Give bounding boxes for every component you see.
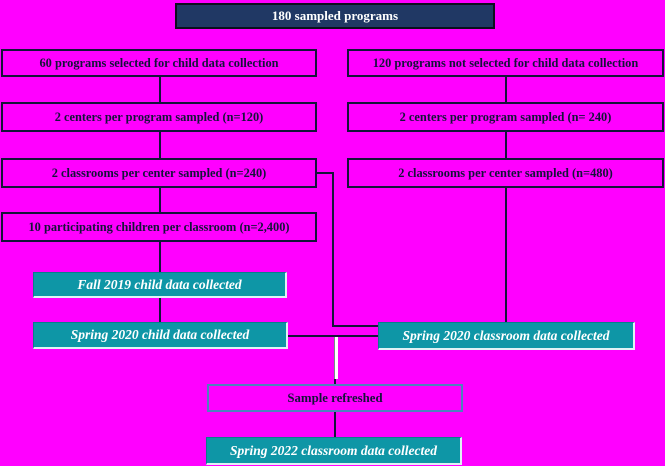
- node-spring-2020-classroom-data: Spring 2020 classroom data collected: [378, 322, 635, 350]
- connector-right-centers-to-classrooms: [505, 132, 507, 158]
- connector-classrooms-elbow-bottom: [332, 325, 378, 327]
- node-classrooms-left-label: 2 classrooms per center sampled (n=240): [51, 165, 267, 180]
- connector-classrooms-elbow-top: [317, 172, 334, 174]
- node-centers-left-label: 2 centers per program sampled (n=120): [54, 109, 264, 124]
- node-participating-children: 10 participating children per classroom …: [1, 212, 317, 242]
- node-participating-children-label: 10 participating children per classroom …: [28, 219, 290, 234]
- node-centers-left: 2 centers per program sampled (n=120): [1, 102, 317, 132]
- node-sample-refreshed-label: Sample refreshed: [287, 390, 383, 405]
- node-programs-not-selected-label: 120 programs not selected for child data…: [372, 55, 639, 70]
- node-centers-right-label: 2 centers per program sampled (n= 240): [399, 109, 612, 124]
- connector-fall2019-to-spring2020-child: [159, 298, 161, 322]
- node-spring-2020-classroom-data-label: Spring 2020 classroom data collected: [402, 327, 610, 343]
- connector-classrooms-elbow-vertical: [332, 172, 334, 327]
- node-spring-2020-child-data: Spring 2020 child data collected: [33, 322, 288, 349]
- connector-right-classrooms-to-spring2020-classroom: [505, 188, 507, 322]
- node-sample-refreshed: Sample refreshed: [207, 384, 463, 412]
- connector-left-centers-to-classrooms: [159, 132, 161, 158]
- connector-left-classrooms-to-children: [159, 188, 161, 212]
- node-spring-2022-classroom-data: Spring 2022 classroom data collected: [206, 437, 462, 465]
- node-programs-not-selected: 120 programs not selected for child data…: [347, 49, 664, 77]
- connector-left-branch-to-centers: [159, 77, 161, 102]
- node-classrooms-right: 2 classrooms per center sampled (n=480): [347, 158, 664, 188]
- node-fall-2019-child-data: Fall 2019 child data collected: [33, 272, 287, 298]
- node-spring-2022-classroom-data-label: Spring 2022 classroom data collected: [230, 442, 437, 458]
- node-programs-selected: 60 programs selected for child data coll…: [1, 49, 317, 77]
- node-classrooms-left: 2 classrooms per center sampled (n=240): [1, 158, 317, 188]
- node-sampled-programs-label: 180 sampled programs: [271, 8, 399, 23]
- node-sampled-programs: 180 sampled programs: [175, 3, 495, 29]
- connector-bridge-to-sample-refreshed-tip: [334, 379, 336, 384]
- node-centers-right: 2 centers per program sampled (n= 240): [347, 102, 664, 132]
- node-fall-2019-child-data-label: Fall 2019 child data collected: [77, 276, 242, 292]
- node-spring-2020-child-data-label: Spring 2020 child data collected: [70, 327, 250, 342]
- connector-sample-refreshed-to-spring2022: [334, 412, 336, 437]
- node-classrooms-right-label: 2 classrooms per center sampled (n=480): [398, 165, 613, 180]
- connector-spring2020-bridge: [288, 335, 378, 337]
- node-programs-selected-label: 60 programs selected for child data coll…: [39, 55, 279, 70]
- connector-children-to-fall2019: [159, 242, 161, 272]
- connector-bridge-to-sample-refreshed-white: [334, 337, 338, 379]
- connector-right-branch-to-centers: [505, 77, 507, 102]
